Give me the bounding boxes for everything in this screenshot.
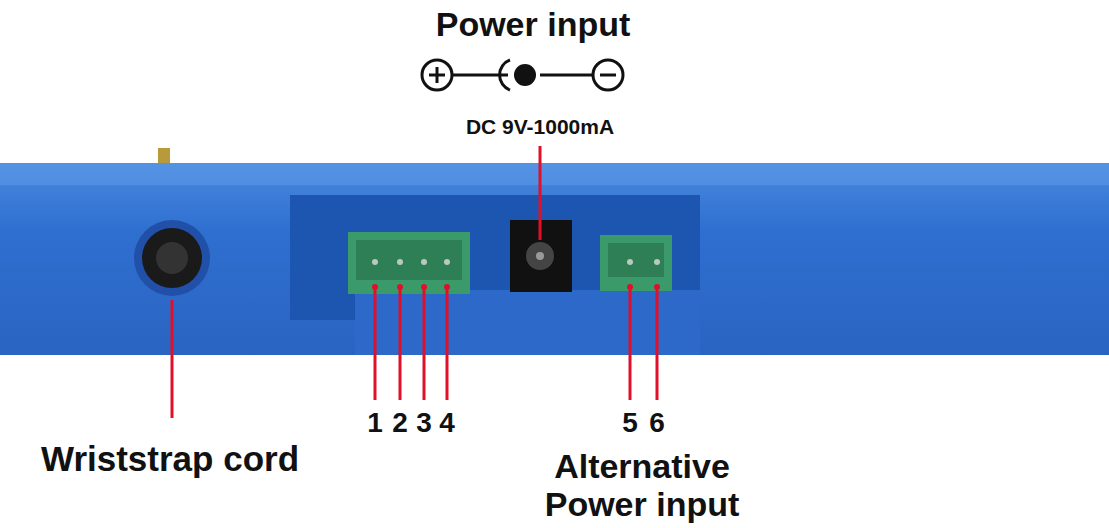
rating-label: DC 9V-1000mA (466, 115, 614, 139)
dc-jack-pin (536, 252, 544, 260)
terminal-pins (372, 259, 450, 265)
leader-dots (372, 284, 660, 290)
terminal-slot (608, 243, 664, 277)
callout-number: 6 (649, 407, 665, 438)
terminal-slot (356, 240, 462, 280)
label-holder: 4 (439, 407, 455, 438)
label-holder: Wriststrap cord (41, 439, 299, 478)
label-holder: 6 (649, 407, 665, 438)
jack-bezel (134, 220, 210, 296)
recess-lip (355, 290, 700, 355)
label-holder: Power input (436, 5, 631, 43)
housing-top-edge (0, 163, 1109, 185)
callout-number: 5 (622, 407, 638, 438)
callout-number: 1 (367, 407, 383, 438)
jack-hole (156, 242, 188, 274)
callout-number: 4 (439, 407, 455, 438)
polarity-symbol (422, 60, 623, 90)
dc-jack-hole (526, 242, 554, 270)
callout-title: Power input (436, 5, 631, 43)
callout-number: 2 (392, 407, 408, 438)
label-holder: Alternative Power input (507, 447, 777, 523)
polarity-center-dot (514, 64, 536, 86)
label-holder: 5 (622, 407, 638, 438)
wriststrap-jack (142, 228, 202, 288)
label-holder: 1 (367, 407, 383, 438)
label-holder: 2 (392, 407, 408, 438)
label-holder: 3 (416, 407, 432, 438)
terminal-block-2pin (600, 235, 672, 291)
device-housing (0, 163, 1109, 355)
callout-number: 3 (416, 407, 432, 438)
callout-label: Alternative Power input (507, 447, 777, 523)
leader-lines (172, 146, 657, 418)
terminal-block-4pin (348, 232, 470, 294)
terminal-pins (627, 259, 660, 265)
callout-label: Wriststrap cord (41, 439, 299, 478)
label-holder: DC 9V-1000mA (466, 115, 614, 139)
